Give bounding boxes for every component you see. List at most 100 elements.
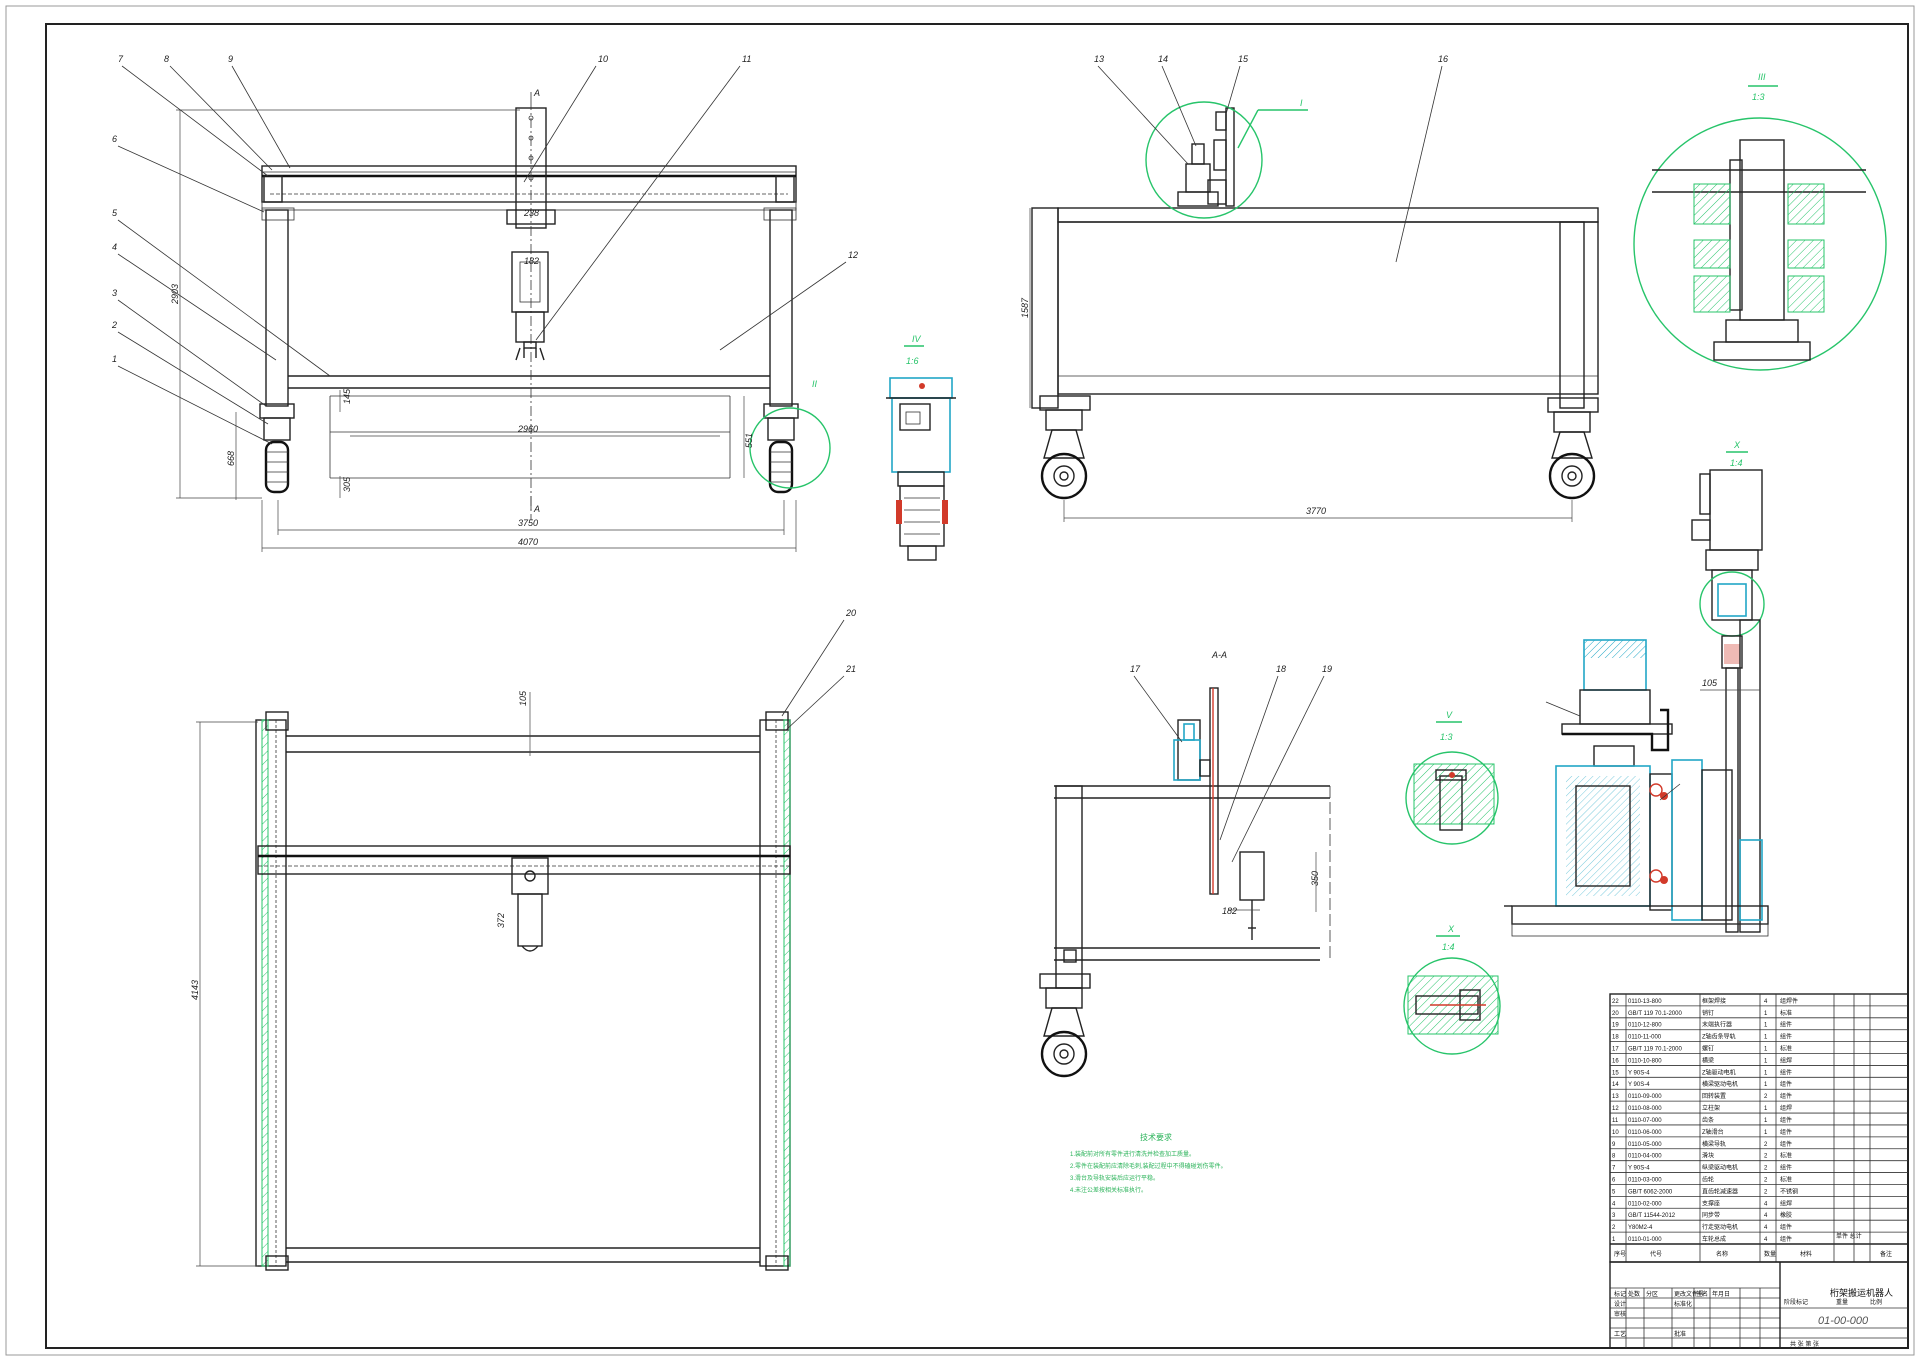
bom-cell-mat: 组件 [1780,1092,1792,1100]
wheel-left [259,403,295,494]
notes-title: 技术要求 [1140,1132,1172,1142]
detail-label-i: I [1300,98,1303,108]
bom-cell-mat: 标准 [1780,1045,1792,1053]
tb-label: 设计 [1614,1300,1626,1308]
tb-label: 标记 [1614,1290,1626,1298]
balloon: 14 [1158,54,1168,64]
bom-cell-name: 框架焊接 [1702,997,1726,1005]
inner-border [45,23,1909,1349]
bom-cell-no: 2 [1612,1225,1616,1231]
detail-label-iii: III [1758,72,1766,82]
detail-x: X 1:4 [1403,924,1501,1055]
bom-cell-no: 6 [1612,1177,1616,1183]
bom-cell-mat: 组焊 [1780,1199,1792,1207]
detail-scale-x-top: 1:4 [1730,458,1743,468]
balloon: 16 [1438,54,1448,64]
drawing-number: 01-00-000 [1818,1315,1869,1327]
tb-label: 年月日 [1712,1290,1730,1298]
balloon: 7 [118,54,124,64]
tb-label: 批准 [1674,1330,1686,1338]
side-balloons: 13 14 15 16 [1094,54,1448,64]
bom-cell-mat: 组件 [1780,1164,1792,1172]
bom-cell-mat: 组件 [1780,1033,1792,1041]
detail-circle-ii [749,407,831,489]
bom-cell-name: 螺钉 [1702,1045,1714,1053]
section-marker-top: A [533,88,540,98]
dim-beam-gap: 145 [342,388,352,404]
bom-cell-code: GB/T 6062-2000 [1628,1189,1673,1195]
detail-v: V 1:3 [1405,710,1499,845]
detail-scale-iii: 1:3 [1752,92,1765,102]
bom-cell-qty: 4 [1764,1213,1768,1219]
bom-cell-mat: 组焊 [1780,1056,1792,1064]
dim-rail-span: 3750 [518,518,538,528]
bom-cell-no: 11 [1612,1118,1619,1124]
bom-cell-code: Y 90S-4 [1628,1166,1650,1172]
plan-view: 105 4143 372 20 21 [190,608,856,1271]
dim-overall-width: 4070 [518,537,538,547]
balloon: 6 [112,134,117,144]
note-line: 1.装配前对所有零件进行清洗并检查加工质量。 [1070,1150,1195,1158]
bom-cell-mat: 标准 [1780,1152,1792,1160]
balloon: 13 [1094,54,1104,64]
dim-inner-span: 2960 [517,424,538,434]
bom-cell-code: Y 90S-4 [1628,1082,1650,1088]
bom-cell-code: GB/T 11544-2012 [1628,1213,1676,1219]
bom-cell-qty: 2 [1764,1094,1768,1100]
front-balloons: 7 8 9 6 5 4 3 2 1 10 11 12 [111,54,858,364]
bom-cell-mat: 橡胶 [1780,1211,1792,1219]
bom-cell-name: 横梁驱动电机 [1702,1080,1738,1088]
bom-cell-mat: 组件 [1780,1235,1792,1243]
bom-cell-code: GB/T 119 70.1-2000 [1628,1011,1682,1017]
detail-scale-iv: 1:6 [906,356,919,366]
drawing-title: 桁架搬运机器人 [1830,1287,1893,1298]
balloon: 18 [1276,664,1286,674]
bom-cell-name: 销钉 [1702,1009,1714,1017]
detail-label-x-top: X [1733,440,1741,450]
bom-cell-name: 同步带 [1702,1211,1720,1219]
bom-cell-qty: 1 [1764,1070,1768,1076]
bom-cell-code: 0110-04-000 [1628,1154,1662,1160]
bom-cell-no: 17 [1612,1047,1619,1053]
bom-cell-qty: 1 [1764,1058,1768,1064]
bom-cell-no: 9 [1612,1142,1616,1148]
balloon: 20 [845,608,856,618]
bom-cell-no: 22 [1612,999,1619,1005]
bom-cell-code: 0110-05-000 [1628,1142,1662,1148]
dim-side-rail-span: 3770 [1306,506,1326,516]
bom-cell-no: 10 [1612,1130,1619,1136]
bom-header-qty: 数量 [1764,1250,1776,1258]
bom-cell-code: 0110-11-000 [1628,1035,1662,1041]
tb-label: 审核 [1614,1310,1626,1318]
balloon: 2 [111,320,117,330]
tb-label: 签名 [1696,1290,1708,1298]
tb-label: 标准化 [1674,1300,1692,1308]
bom-cell-no: 4 [1612,1201,1616,1207]
bom-cell-name: 行走驱动电机 [1702,1223,1738,1231]
bom-cell-qty: 1 [1764,1082,1768,1088]
bom-cell-code: 0110-06-000 [1628,1130,1662,1136]
balloon: 11 [742,54,751,64]
bom-cell-code: 0110-07-000 [1628,1118,1662,1124]
bom-header-remark: 备注 [1880,1250,1892,1258]
balloon: 10 [598,54,608,64]
bom-cell-code: GB/T 119 70.1-2000 [1628,1047,1682,1053]
bom-cell-mat: 组件 [1780,1068,1792,1076]
tb-scale: 比例 [1870,1298,1882,1306]
bom-cell-name: 直齿轮减速器 [1702,1187,1738,1195]
bom-cell-qty: 4 [1764,1201,1768,1207]
dim-side-height: 1587 [1020,297,1030,318]
bom-cell-name: 纵梁驱动电机 [1702,1164,1738,1172]
dim-plan-offset: 105 [518,690,528,706]
bom-cell-mat: 标准 [1780,1009,1792,1017]
dim-frame-height: 551 [744,433,754,448]
bom-cell-qty: 1 [1764,1011,1768,1017]
bom-cell-name: 横梁导轨 [1702,1140,1726,1148]
balloon: 8 [164,54,169,64]
section-title: A-A [1211,650,1227,660]
bom-cell-name: 横梁 [1702,1056,1714,1064]
detail-scale-x: 1:4 [1442,942,1455,952]
detail-label-v: V [1446,710,1453,720]
wheel-right [763,403,799,494]
